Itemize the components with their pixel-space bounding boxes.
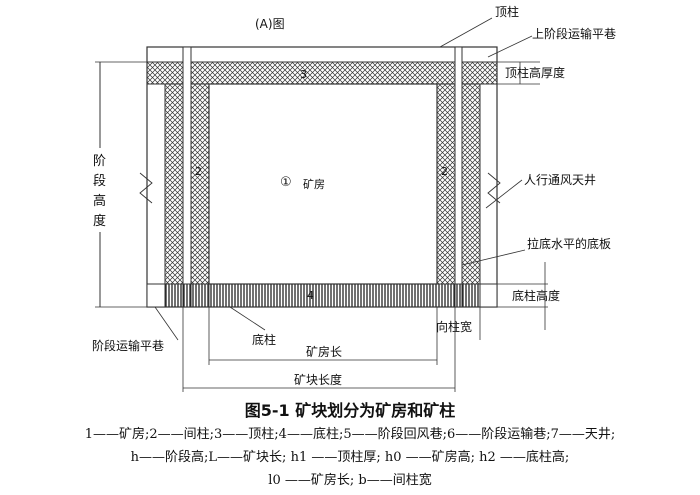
label-number-2-right: 2	[441, 165, 448, 178]
upper-haulage-right	[461, 61, 498, 85]
legend-line-1: 1——矿房;2——间柱;3——顶柱;4——底柱;5——阶段回风巷;6——阶段运输…	[84, 427, 616, 442]
leader-undercut-floor	[461, 249, 526, 266]
level-height-char-3: 高	[93, 193, 106, 209]
level-height-char-4: 度	[93, 213, 106, 229]
upper-haulage-left	[146, 61, 184, 85]
label-number-4: 4	[307, 289, 314, 302]
break-mark-left	[139, 172, 153, 204]
label-undercut-floor: 拉底水平的底板	[527, 236, 611, 251]
label-bottom-pillar: 底柱	[252, 332, 276, 347]
label-block-length: 矿块长度	[294, 372, 342, 387]
label-stope: 矿房	[303, 178, 325, 191]
label-top-pillar-thickness: 顶柱高厚度	[505, 65, 565, 80]
stope-area	[208, 83, 438, 285]
level-height-char-2: 段	[93, 174, 106, 189]
level-height-char-1: 阶	[93, 154, 106, 169]
break-mark-right	[487, 172, 501, 204]
leader-top-pillar	[439, 17, 493, 48]
leader-manway-raise	[485, 179, 523, 209]
label-number-2-left: 2	[195, 165, 202, 178]
leader-level-haulage	[154, 306, 179, 341]
raise-right-shaft	[454, 46, 463, 308]
legend-line-3: l0 ——矿房长; b——间柱宽	[268, 473, 432, 488]
leader-bottom-pillar	[229, 306, 266, 331]
label-manway-raise: 人行通风天井	[524, 173, 596, 187]
top-pillar	[190, 61, 456, 85]
level-haulage-left	[146, 283, 166, 308]
legend-line-2: h——阶段高;L——矿块长; h1 ——顶柱厚; h0 ——矿房高; h2 ——…	[130, 450, 570, 465]
rib-pillar-right-inner	[436, 83, 456, 285]
label-bottom-pillar-height: 底柱高度	[512, 288, 560, 303]
label-level-haulage: 阶段运输平巷	[92, 338, 164, 353]
rib-pillar-right-outer	[461, 83, 481, 285]
rib-pillar-left-outer	[164, 83, 184, 285]
label-top-pillar: 顶柱	[495, 4, 519, 19]
label-number-1: ①	[280, 175, 292, 190]
stope-block-diagram: 3 2 2 4 ① 矿房 (A)图 阶 段 高 度 顶柱 上阶段运输平巷 顶柱高…	[90, 4, 616, 392]
raise-left-shaft	[182, 46, 192, 308]
label-upper-haulage: 上阶段运输平巷	[532, 26, 616, 41]
label-rib-pillar-width: 向柱宽	[436, 319, 472, 334]
rib-pillar-left-inner	[190, 83, 210, 285]
diagram-header: (A)图	[255, 17, 285, 31]
level-height-text-bg	[90, 148, 110, 232]
label-number-3: 3	[300, 68, 307, 81]
leader-upper-haulage	[487, 35, 533, 58]
bottom-pillar	[164, 283, 481, 308]
level-haulage-right	[479, 283, 498, 308]
label-stope-length: 矿房长	[306, 344, 342, 359]
figure-caption-title: 图5-1 矿块划分为矿房和矿柱	[244, 401, 456, 420]
